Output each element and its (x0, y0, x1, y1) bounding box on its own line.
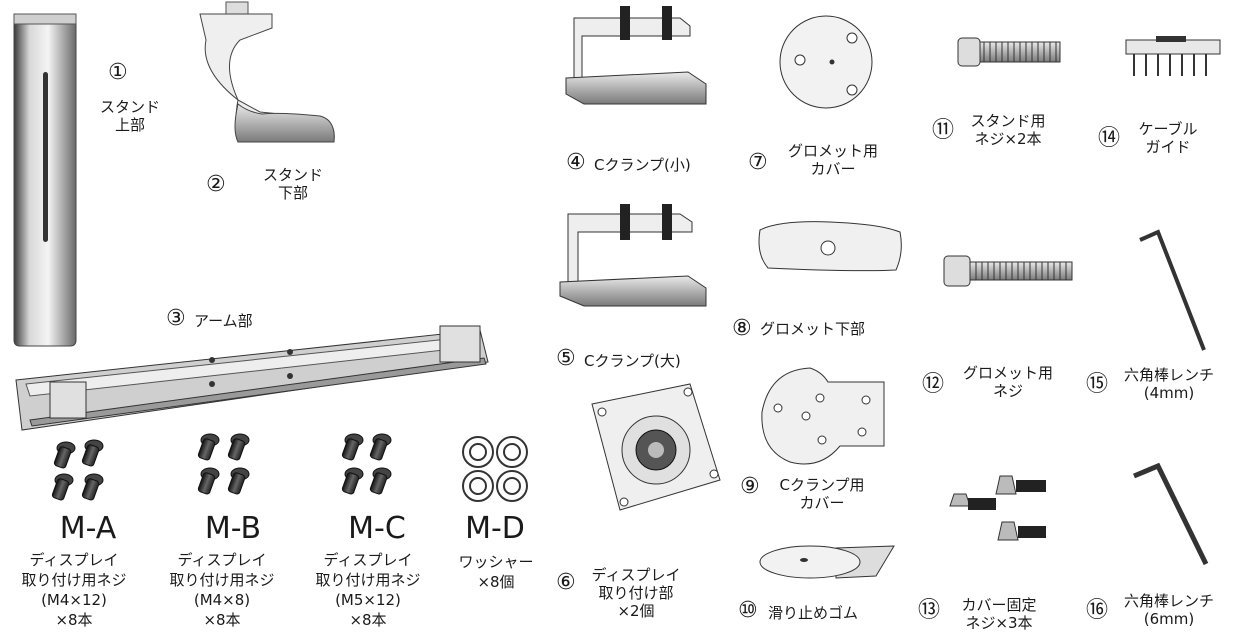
part-15-number: ⑮ (1086, 372, 1109, 397)
part-6-line3: ×2個 (617, 602, 655, 620)
hex-key-4mm-drawing (1139, 229, 1206, 351)
display-mount-drawing (591, 383, 721, 511)
part-1-line2: 上部 (114, 116, 145, 134)
grommet-screw-drawing (943, 255, 1073, 287)
washer-md-line1: ワッシャー (458, 553, 534, 571)
screw-ma-line3: (M4×12) (41, 591, 107, 609)
part-5-number: ⑤ (556, 346, 576, 371)
screw-ma-label: ディスプレイ 取り付け用ネジ (M4×12) ×8本 (0, 550, 148, 630)
part-8-label: グロメット下部 (760, 320, 866, 338)
part-6-line2: 取り付け部 (598, 584, 674, 602)
part-2-number: ② (206, 172, 226, 197)
part-11-line1: スタンド用 (970, 112, 1046, 130)
part-1-number: ① (108, 60, 128, 85)
screw-ma-line2: 取り付け用ネジ (21, 571, 127, 589)
part-3-number: ③ (166, 306, 186, 331)
c-clamp-small-drawing (565, 6, 707, 105)
screw-mb-line1: ディスプレイ (177, 551, 267, 569)
screw-mc-line1: ディスプレイ (323, 551, 413, 569)
rubber-pad-drawing (759, 545, 895, 579)
part-8-number: ⑧ (732, 316, 752, 341)
screw-mc-line3: (M5×12) (335, 591, 401, 609)
part-10-label: 滑り止めゴム (768, 604, 859, 622)
part-6-number: ⑥ (556, 570, 576, 595)
screw-mb-label: ディスプレイ 取り付け用ネジ (M4×8) ×8本 (152, 550, 292, 630)
screws-mc-drawing (341, 433, 392, 496)
part-16-label: 六角棒レンチ (6mm) (1112, 592, 1226, 628)
screw-ma-line1: ディスプレイ (29, 551, 119, 569)
part-12-label: グロメット用 ネジ (950, 364, 1066, 400)
part-12-line1: グロメット用 (962, 364, 1053, 382)
part-5-label: Cクランプ(大) (584, 352, 681, 370)
part-4-number: ④ (566, 150, 586, 175)
screw-mc-line4: ×8本 (349, 611, 387, 629)
part-13-line2: ネジ×3本 (965, 614, 1033, 632)
cover-screws-drawing (949, 475, 1046, 541)
part-4-label: Cクランプ(小) (594, 156, 691, 174)
cable-guide-drawing (1125, 36, 1221, 76)
part-7-line1: グロメット用 (787, 142, 878, 160)
part-16-number: ⑯ (1086, 598, 1109, 623)
part-9-number: ⑨ (740, 474, 760, 499)
part-6-label: ディスプレイ 取り付け部 ×2個 (584, 566, 688, 620)
part-12-number: ⑫ (922, 372, 945, 397)
grommet-cover-drawing (779, 15, 873, 109)
washer-md-line2: ×8個 (477, 573, 515, 591)
screw-mc-code: M-C (348, 511, 406, 546)
part-14-number: ⑭ (1098, 126, 1121, 151)
part-15-line1: 六角棒レンチ (1123, 366, 1214, 384)
screw-mc-label: ディスプレイ 取り付け用ネジ (M5×12) ×8本 (296, 550, 440, 630)
grommet-base-drawing (758, 221, 902, 272)
c-clamp-cover-drawing (761, 367, 885, 465)
part-14-label: ケーブル ガイド (1126, 120, 1210, 156)
part-3-label: アーム部 (194, 312, 253, 330)
part-6-line1: ディスプレイ (591, 566, 681, 584)
c-clamp-large-drawing (559, 204, 707, 307)
part-13-line1: カバー固定 (961, 596, 1037, 614)
screw-mb-line4: ×8本 (203, 611, 241, 629)
screws-ma-drawing (51, 439, 104, 502)
part-11-number: ⑪ (932, 118, 955, 143)
washers-drawing (462, 436, 528, 502)
part-2-line1: スタンド (262, 166, 323, 184)
part-1-label: スタンド 上部 (94, 98, 166, 134)
stand-screw-drawing (957, 37, 1061, 67)
hex-key-6mm-drawing (1133, 462, 1209, 566)
part-14-line2: ガイド (1145, 138, 1191, 156)
screw-mb-line3: (M4×8) (193, 591, 251, 609)
part-9-label: Cクランプ用 カバー (766, 476, 878, 512)
part-7-line2: カバー (810, 160, 856, 178)
part-1-line1: スタンド (99, 98, 160, 116)
washer-md-code: M-D (465, 511, 525, 546)
part-15-line2: (4mm) (1143, 384, 1195, 402)
screws-mb-drawing (197, 433, 250, 496)
screw-ma-line4: ×8本 (55, 611, 93, 629)
part-12-line2: ネジ (992, 382, 1023, 400)
screw-mb-code: M-B (204, 511, 262, 546)
screw-mc-line2: 取り付け用ネジ (315, 571, 421, 589)
part-13-label: カバー固定 ネジ×3本 (946, 596, 1052, 632)
part-13-number: ⑬ (918, 598, 941, 623)
part-11-line2: ネジ×2本 (974, 130, 1042, 148)
part-16-line1: 六角棒レンチ (1123, 592, 1214, 610)
screw-mb-line2: 取り付け用ネジ (169, 571, 275, 589)
part-7-number: ⑦ (748, 150, 768, 175)
arm-drawing (15, 325, 489, 431)
part-2-label: スタンド 下部 (238, 166, 348, 202)
screw-ma-code: M-A (59, 511, 117, 546)
part-9-line2: カバー (799, 494, 845, 512)
washer-md-label: ワッシャー ×8個 (444, 552, 548, 592)
part-2-line2: 下部 (277, 184, 308, 202)
part-16-line2: (6mm) (1143, 610, 1195, 628)
stand-lower-drawing (199, 1, 335, 143)
part-7-label: グロメット用 カバー (774, 142, 892, 178)
part-9-line1: Cクランプ用 (779, 476, 865, 494)
part-10-number: ⑩ (738, 598, 758, 623)
stand-upper-drawing (13, 13, 77, 347)
part-14-line1: ケーブル (1138, 120, 1198, 138)
part-15-label: 六角棒レンチ (4mm) (1112, 366, 1226, 402)
part-11-label: スタンド用 ネジ×2本 (958, 112, 1058, 148)
